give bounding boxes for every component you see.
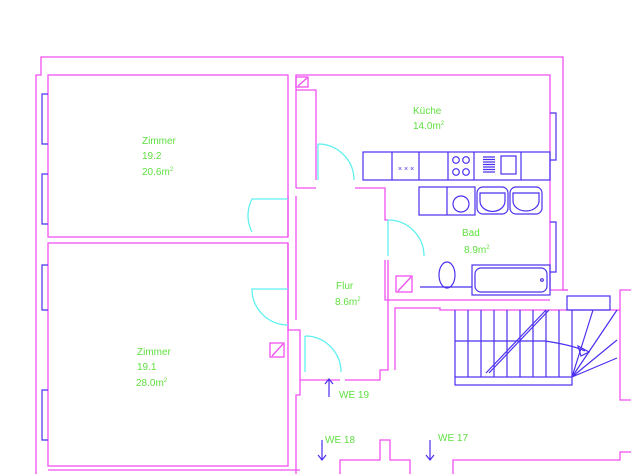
walls: [35, 56, 631, 474]
entrance-arrows: [317, 378, 435, 461]
sink-drainer-icon: [483, 155, 517, 175]
room-name: Bad: [462, 228, 480, 239]
room-area: 28.0m2: [136, 378, 168, 389]
washbasin-icon: [476, 186, 543, 215]
room-area: 8.9m2: [464, 245, 490, 256]
bathroom-fixtures: [418, 186, 551, 296]
washing-machine-icon: [452, 195, 470, 213]
room-name: Zimmer: [142, 136, 177, 147]
kitchen-counter: × × ×: [362, 151, 551, 181]
arrow-up-icon: [324, 378, 334, 397]
room-name: Flur: [336, 281, 354, 292]
toilet-icon: [438, 261, 456, 289]
stove-icon: [452, 156, 470, 176]
room-area: 20.6m2: [142, 167, 174, 178]
room-area: 8.6m2: [335, 297, 361, 308]
entrance-label: WE 19: [339, 390, 369, 401]
room-labels: Zimmer 19.2 20.6m2 Zimmer 19.1 28.0m2 Kü…: [136, 106, 490, 446]
arrow-down-icon: [317, 440, 327, 461]
dishwasher-marks: × × ×: [398, 166, 414, 173]
room-number: 19.2: [142, 151, 162, 162]
staircase: [454, 295, 618, 386]
room-area: 14.0m2: [413, 121, 445, 132]
room-number: 19.1: [137, 362, 157, 373]
room-name: Küche: [413, 106, 442, 117]
doors: [247, 143, 425, 373]
arrow-down-icon: [425, 440, 435, 461]
windows: [41, 93, 557, 441]
bathtub-icon: [471, 264, 551, 296]
entrance-label: WE 17: [438, 433, 468, 444]
room-name: Zimmer: [137, 347, 172, 358]
entrance-label: WE 18: [325, 435, 355, 446]
